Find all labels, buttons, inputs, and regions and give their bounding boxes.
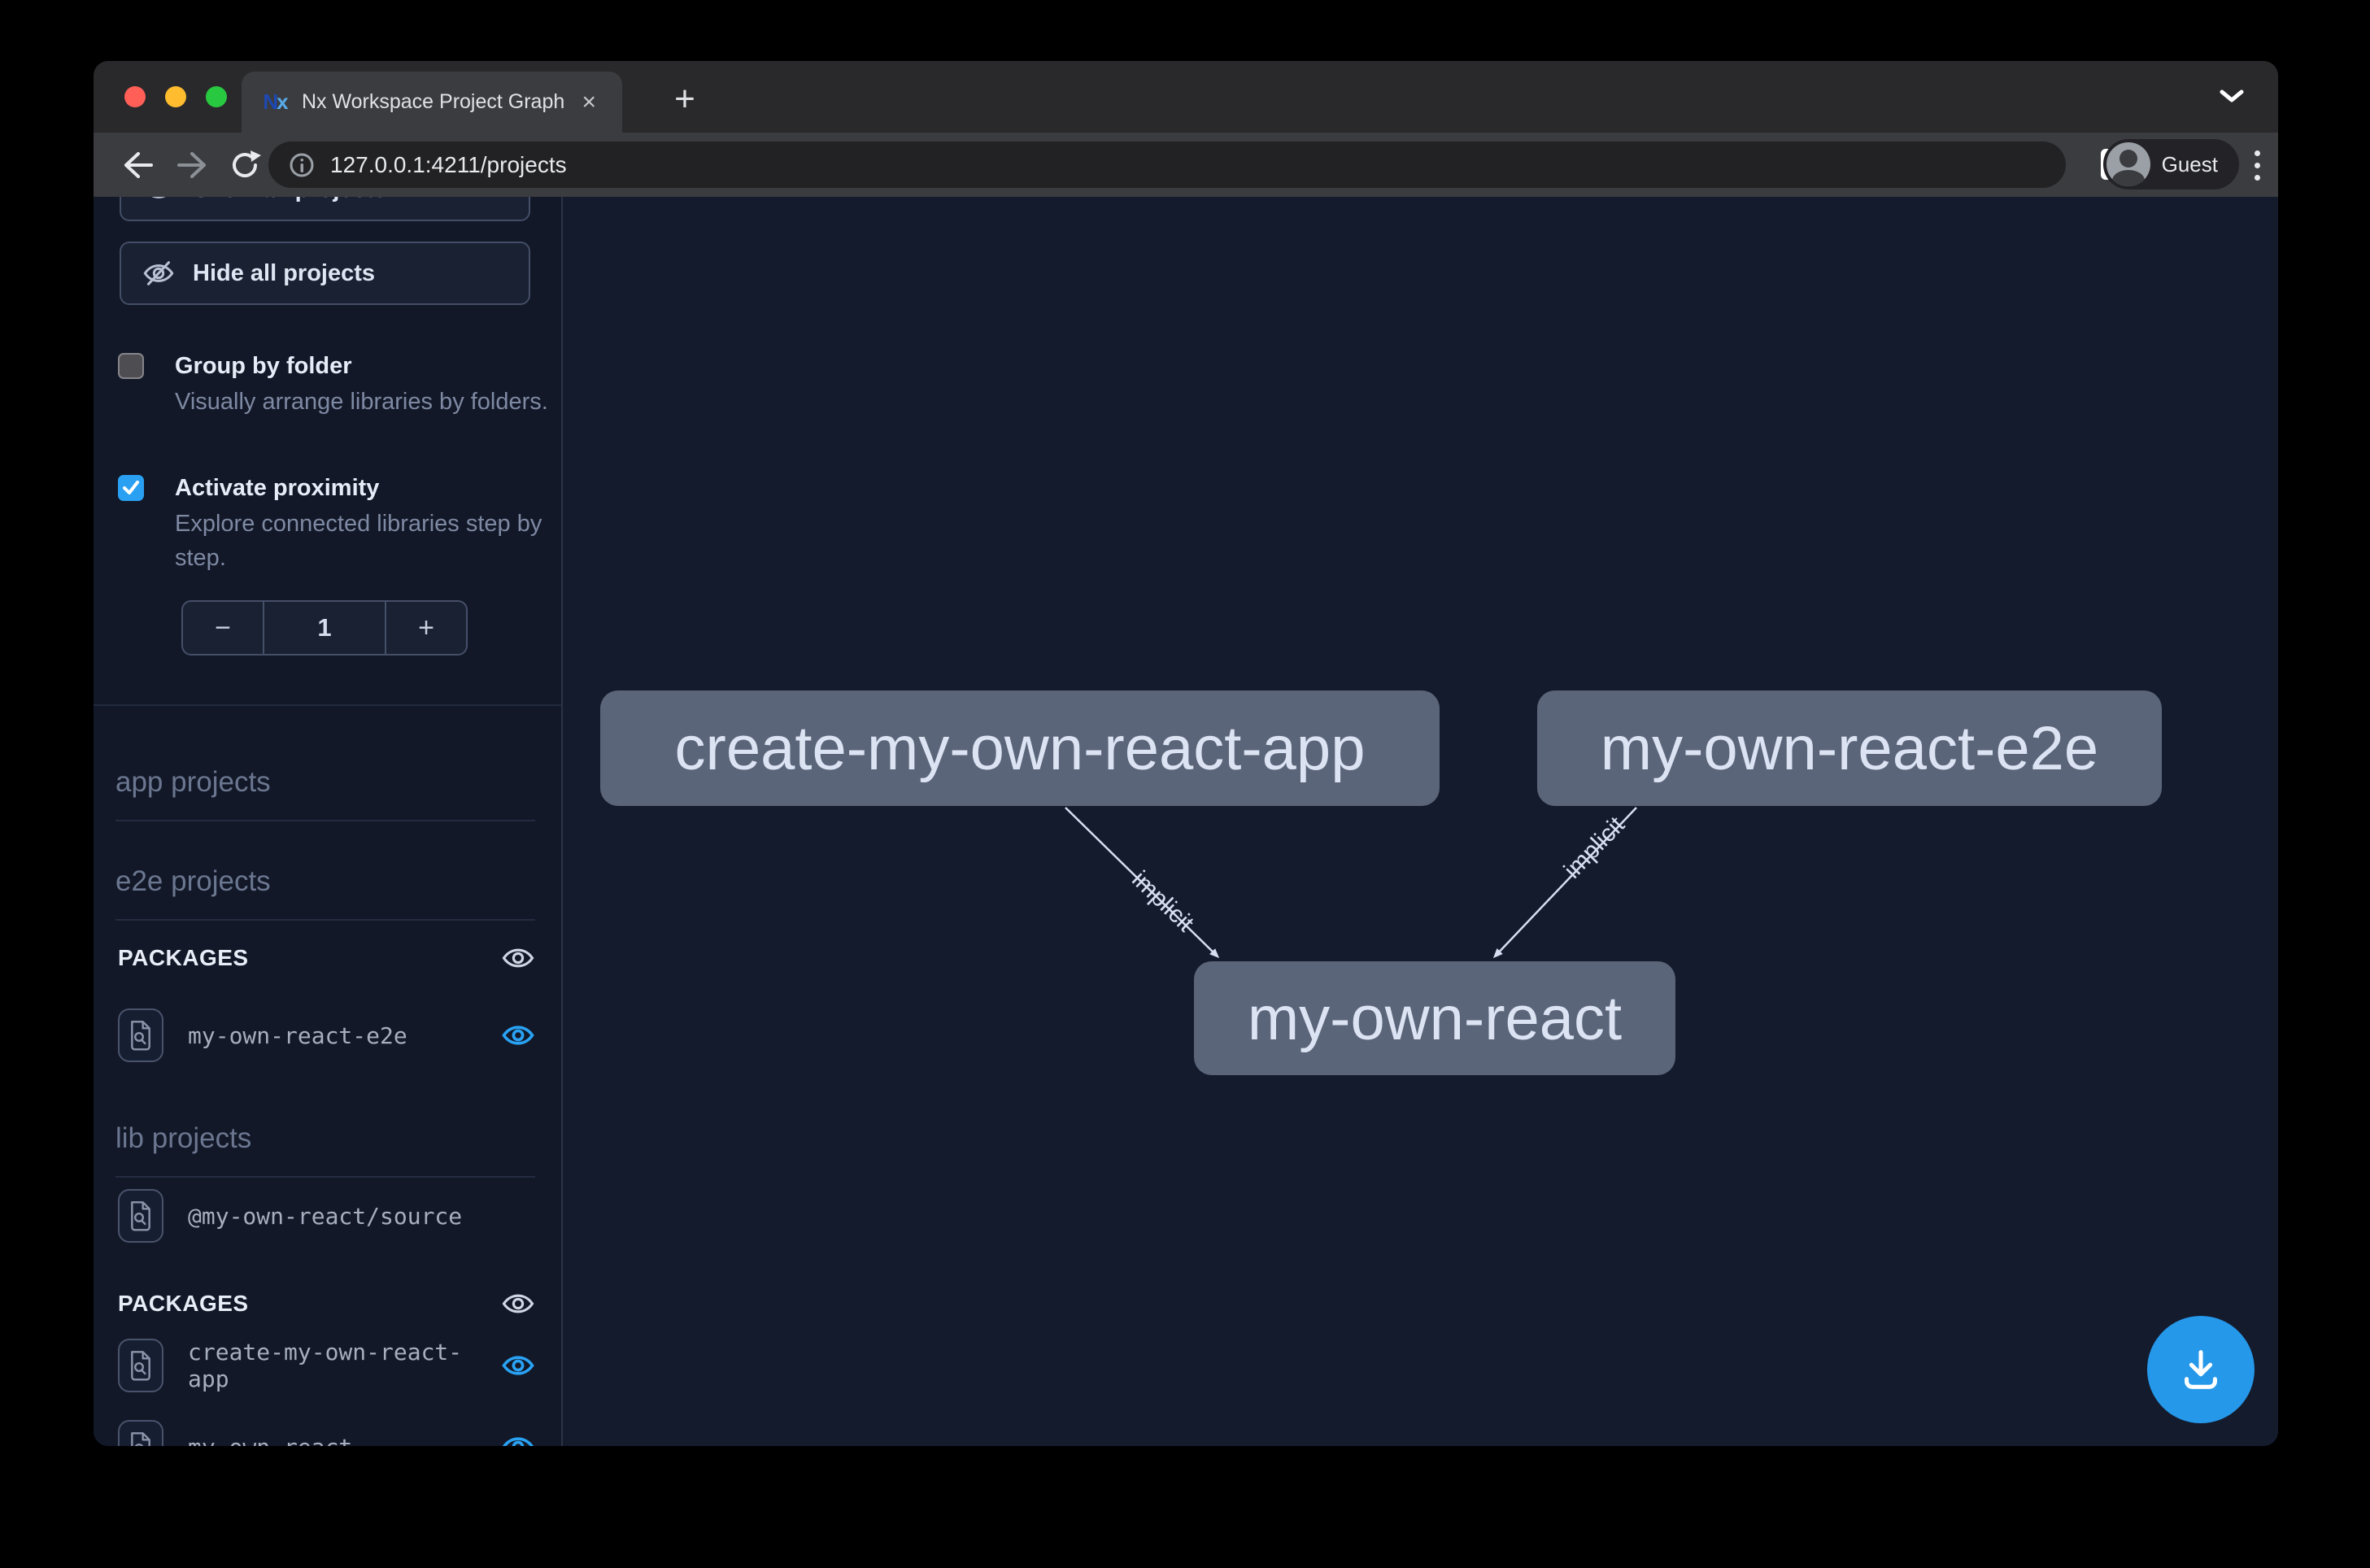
browser-toolbar: 127.0.0.1:4211/projects Guest <box>94 133 2278 197</box>
activate-proximity-option: Activate proximity Explore connected lib… <box>118 473 561 575</box>
packages-header: PACKAGES <box>118 945 249 970</box>
app-content: Show all projects Hide all projects Grou… <box>94 197 2278 1446</box>
graph-node-create-my-own-react-app[interactable]: create-my-own-react-app <box>600 690 1440 806</box>
project-name[interactable]: my-own-react <box>188 1434 499 1447</box>
download-graph-button[interactable] <box>2147 1316 2255 1423</box>
activate-proximity-description: Explore connected libraries step by step… <box>175 511 542 571</box>
file-search-icon <box>131 1432 150 1446</box>
proximity-depth-value: 1 <box>317 613 332 642</box>
address-bar[interactable]: 127.0.0.1:4211/projects <box>268 142 2066 188</box>
group-by-folder-option: Group by folder Visually arrange librari… <box>118 351 561 419</box>
group-by-folder-checkbox[interactable] <box>118 353 144 379</box>
file-search-icon <box>131 1351 150 1381</box>
increment-button[interactable]: + <box>385 602 466 654</box>
avatar <box>2106 142 2150 186</box>
project-graph-canvas[interactable] <box>563 197 2278 1446</box>
hide-all-projects-label: Hide all projects <box>193 259 376 286</box>
lib-projects-header: lib projects <box>115 1122 535 1178</box>
project-name[interactable]: create-my-own-react-app <box>188 1339 463 1392</box>
browser-menu-button[interactable] <box>2242 146 2272 185</box>
sidebar-divider <box>94 704 561 706</box>
file-search-icon <box>131 1201 150 1231</box>
sidebar-graph-divider <box>561 197 563 1446</box>
group-by-folder-description: Visually arrange libraries by folders. <box>175 389 548 415</box>
proximity-depth-stepper: − 1 + <box>181 600 468 656</box>
project-visibility-eye-icon[interactable] <box>499 1018 537 1052</box>
sidebar: Show all projects Hide all projects Grou… <box>94 197 561 1446</box>
window-controls <box>124 86 227 107</box>
toggle-all-packages-eye-icon[interactable] <box>499 1287 537 1321</box>
project-name[interactable]: @my-own-react/source <box>188 1202 463 1230</box>
decrement-button[interactable]: − <box>183 602 264 654</box>
chevron-down-icon[interactable] <box>2220 89 2244 107</box>
activate-proximity-label: Activate proximity <box>175 475 380 501</box>
focus-project-button[interactable] <box>118 1339 163 1392</box>
file-search-icon <box>131 1021 150 1051</box>
app-projects-header: app projects <box>115 766 535 821</box>
focus-project-button[interactable] <box>118 1189 163 1243</box>
project-item-my-own-react-source: @my-own-react/source <box>118 1189 537 1243</box>
project-item-my-own-react-e2e: my-own-react-e2e <box>118 1008 537 1062</box>
minimize-window-button[interactable] <box>165 86 186 107</box>
packages-header: PACKAGES <box>118 1291 249 1316</box>
lib-packages-header-row: PACKAGES <box>118 1287 537 1321</box>
site-info-icon[interactable] <box>288 151 316 179</box>
focus-project-button[interactable] <box>118 1420 163 1446</box>
graph-node-my-own-react[interactable]: my-own-react <box>1194 961 1675 1075</box>
zoom-window-button[interactable] <box>206 86 227 107</box>
project-item-create-my-own-react-app: create-my-own-react-app <box>118 1339 537 1392</box>
group-by-folder-label: Group by folder <box>175 353 352 379</box>
project-visibility-eye-icon[interactable] <box>499 1348 537 1383</box>
graph-node-my-own-react-e2e[interactable]: my-own-react-e2e <box>1537 690 2162 806</box>
close-window-button[interactable] <box>124 86 146 107</box>
tab-title: Nx Workspace Project Graph <box>302 90 565 113</box>
new-tab-button[interactable]: + <box>674 79 695 119</box>
eye-icon <box>142 197 175 206</box>
project-name[interactable]: my-own-react-e2e <box>188 1021 407 1049</box>
show-all-projects-label: Show all projects <box>193 197 387 203</box>
e2e-projects-header: e2e projects <box>115 865 535 921</box>
tab-close-icon[interactable]: × <box>582 88 596 115</box>
project-visibility-eye-icon[interactable] <box>499 1430 537 1446</box>
toggle-all-packages-eye-icon[interactable] <box>499 941 537 975</box>
project-item-my-own-react: my-own-react <box>118 1420 537 1446</box>
download-icon <box>2185 1350 2217 1389</box>
profile-label: Guest <box>2161 151 2218 176</box>
url-text: 127.0.0.1:4211/projects <box>330 151 567 177</box>
show-all-projects-button[interactable]: Show all projects <box>120 197 530 221</box>
profile-button[interactable]: Guest <box>2102 139 2239 189</box>
eye-off-icon <box>142 257 175 290</box>
hide-all-projects-button[interactable]: Hide all projects <box>120 242 530 305</box>
focus-project-button[interactable] <box>118 1008 163 1062</box>
activate-proximity-checkbox[interactable] <box>118 475 144 501</box>
back-button[interactable] <box>116 144 159 186</box>
reload-button[interactable] <box>224 144 266 186</box>
forward-button[interactable] <box>172 144 214 186</box>
e2e-packages-header-row: PACKAGES <box>118 941 537 975</box>
